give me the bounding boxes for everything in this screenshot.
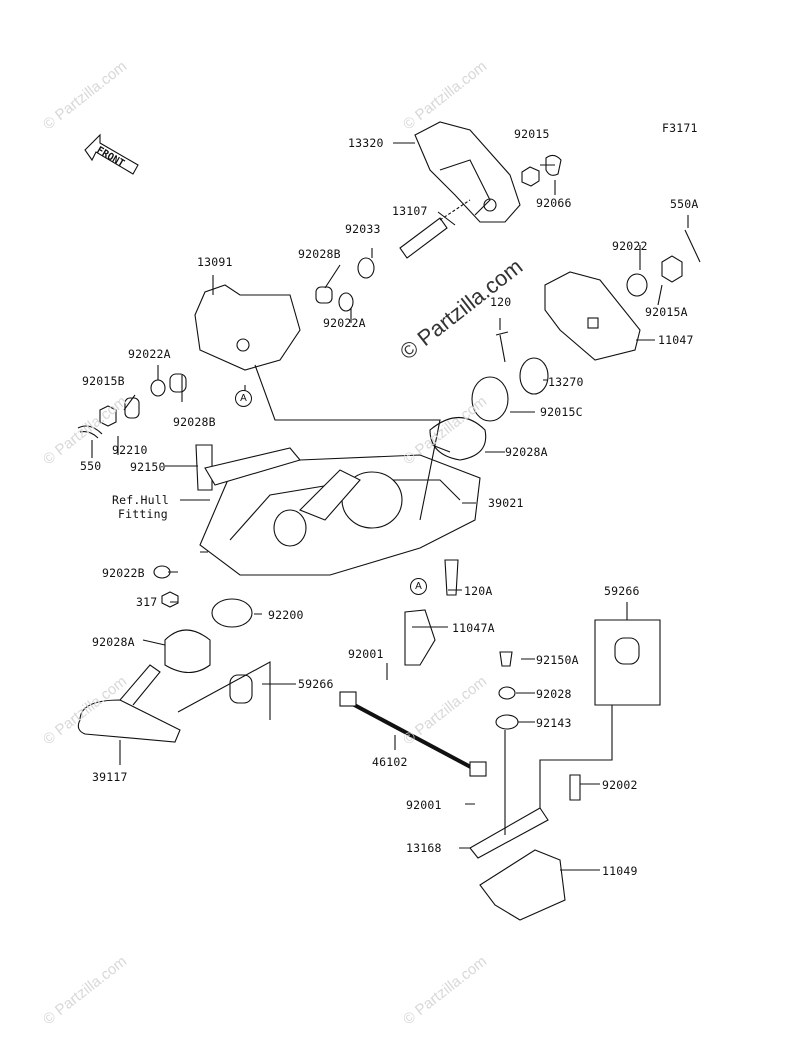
part-label[interactable]: 92015B <box>82 374 125 388</box>
front-arrow-icon <box>84 133 139 175</box>
marker-a: A <box>410 578 427 595</box>
part-label[interactable]: 92028A <box>92 635 135 649</box>
part-label[interactable]: 92028B <box>298 247 341 261</box>
part-label[interactable]: 92015C <box>540 405 583 419</box>
part-11047-shape <box>544 271 641 361</box>
part-label[interactable]: 13320 <box>348 136 384 150</box>
part-label[interactable]: 317 <box>136 595 158 609</box>
ref-note-line1: Ref.Hull <box>112 493 169 507</box>
part-label[interactable]: 92033 <box>345 222 381 236</box>
part-label[interactable]: 92001 <box>348 647 384 661</box>
part-label[interactable]: 92200 <box>268 608 304 622</box>
part-label[interactable]: 13107 <box>392 204 428 218</box>
part-label[interactable]: 92022A <box>323 316 366 330</box>
part-39117-shape <box>77 699 181 743</box>
marker-a: A <box>235 390 252 407</box>
part-label[interactable]: 46102 <box>372 755 408 769</box>
part-label[interactable]: 550 <box>80 459 102 473</box>
part-label[interactable]: 92022 <box>612 239 648 253</box>
part-label[interactable]: 92022A <box>128 347 171 361</box>
part-label[interactable]: 92028B <box>173 415 216 429</box>
part-label[interactable]: 550A <box>670 197 699 211</box>
part-label[interactable]: 13168 <box>406 841 442 855</box>
part-label[interactable]: 92143 <box>536 716 572 730</box>
part-label[interactable]: 13270 <box>548 375 584 389</box>
part-label[interactable]: 59266 <box>298 677 334 691</box>
part-label[interactable]: 92066 <box>536 196 572 210</box>
part-label[interactable]: 59266 <box>604 584 640 598</box>
part-label[interactable]: 11047A <box>452 621 495 635</box>
part-label[interactable]: 11047 <box>658 333 694 347</box>
part-label[interactable]: 92001 <box>406 798 442 812</box>
part-label[interactable]: 92150A <box>536 653 579 667</box>
part-label[interactable]: 13091 <box>197 255 233 269</box>
part-label[interactable]: 120 <box>490 295 512 309</box>
part-13320-shape <box>414 121 521 223</box>
part-label[interactable]: 92150 <box>130 460 166 474</box>
part-label[interactable]: 92028A <box>505 445 548 459</box>
part-label[interactable]: 120A <box>464 584 493 598</box>
part-label[interactable]: 92002 <box>602 778 638 792</box>
part-label[interactable]: 92028 <box>536 687 572 701</box>
part-13091-shape <box>194 284 301 371</box>
part-label[interactable]: 92210 <box>112 443 148 457</box>
part-label[interactable]: 39021 <box>488 496 524 510</box>
part-label[interactable]: 39117 <box>92 770 128 784</box>
part-label[interactable]: 92015 <box>514 127 550 141</box>
diagram-code: F3171 <box>662 121 698 135</box>
part-label[interactable]: 11049 <box>602 864 638 878</box>
part-label[interactable]: 92015A <box>645 305 688 319</box>
part-label[interactable]: 92022B <box>102 566 145 580</box>
ref-note-line2: Fitting <box>118 507 168 521</box>
